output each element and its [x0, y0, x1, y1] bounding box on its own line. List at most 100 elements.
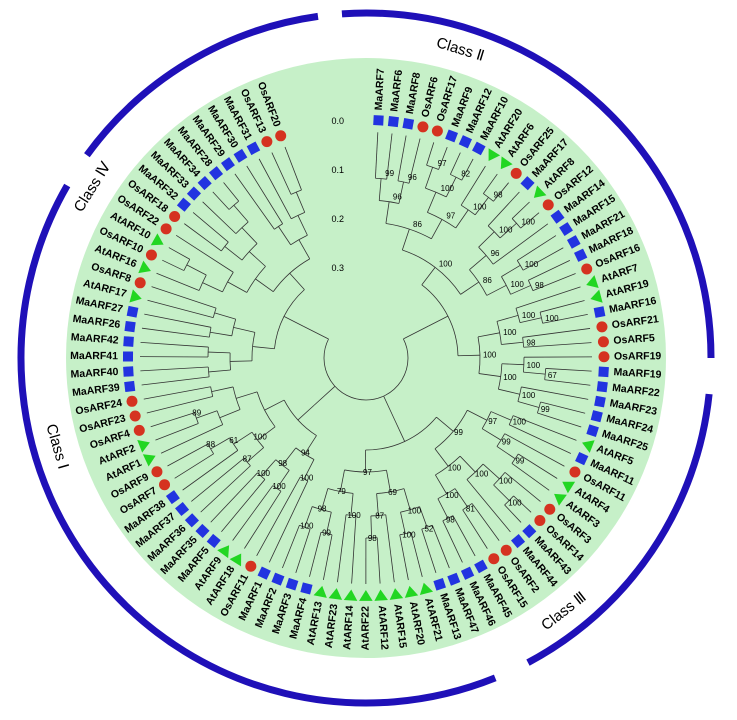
class-arc	[341, 9, 715, 359]
bootstrap-value: 100	[408, 506, 422, 515]
bootstrap-value: 99	[502, 438, 511, 447]
marker-square	[574, 248, 588, 262]
taxon-label: MaARF42	[70, 331, 119, 346]
marker-circle	[134, 277, 146, 289]
class-label: Class Ⅱ	[434, 34, 486, 65]
class-label: Class Ⅰ	[42, 422, 71, 471]
marker-circle	[245, 560, 257, 572]
bootstrap-value: 100	[499, 225, 513, 234]
bootstrap-value: 100	[253, 433, 267, 442]
marker-circle	[169, 210, 181, 222]
bootstrap-value: 97	[488, 417, 497, 426]
marker-square	[474, 559, 488, 574]
marker-square	[124, 320, 136, 333]
marker-square	[472, 141, 486, 156]
marker-circle	[159, 479, 171, 491]
bootstrap-value: 100	[503, 373, 517, 382]
bootstrap-value: 94	[301, 448, 310, 457]
class-arc	[84, 12, 319, 158]
marker-triangle	[150, 233, 164, 246]
marker-circle	[488, 553, 500, 565]
marker-square	[126, 305, 139, 318]
marker-square	[233, 148, 248, 163]
marker-square	[511, 534, 526, 549]
bootstrap-value: 100	[300, 522, 314, 531]
bootstrap-value: 96	[393, 192, 402, 201]
marker-circle	[542, 199, 554, 211]
bootstrap-value: 100	[508, 499, 522, 508]
bootstrap-value: 98	[527, 338, 536, 347]
taxon-label: MaARF41	[70, 350, 118, 362]
marker-triangle	[328, 588, 343, 600]
marker-square	[373, 115, 384, 126]
bootstrap-value: 100	[483, 351, 497, 360]
bootstrap-value: 100	[522, 311, 536, 320]
bootstrap-value: 100	[441, 184, 455, 193]
marker-circle	[534, 515, 546, 527]
marker-square	[271, 572, 285, 586]
bootstrap-value: 98	[494, 191, 503, 200]
bootstrap-value: 100	[402, 530, 416, 539]
bootstrap-value: 97	[363, 468, 372, 477]
marker-square	[593, 306, 606, 318]
marker-triangle	[586, 275, 599, 288]
marker-square	[445, 129, 459, 143]
marker-square	[122, 351, 134, 362]
taxon-label: AtARF12	[376, 605, 391, 650]
marker-square	[208, 166, 224, 181]
marker-square	[285, 577, 299, 591]
bootstrap-value: 98	[278, 459, 287, 468]
bootstrap-value: 100	[499, 477, 513, 486]
marker-square	[590, 410, 603, 423]
bootstrap-value: 100	[473, 203, 487, 212]
marker-square	[206, 533, 221, 548]
bootstrap-value: 79	[337, 487, 346, 496]
marker-triangle	[137, 440, 150, 453]
bootstrap-value: 100	[272, 482, 286, 491]
taxon-label: MaARF40	[70, 366, 119, 381]
marker-square	[184, 513, 200, 528]
marker-square	[447, 572, 461, 586]
marker-triangle	[313, 585, 327, 598]
bootstrap-value: 100	[257, 469, 271, 478]
marker-square	[433, 578, 446, 591]
marker-square	[195, 523, 210, 539]
marker-triangle	[533, 185, 547, 198]
marker-triangle	[142, 454, 156, 467]
marker-square	[175, 501, 190, 517]
marker-square	[176, 197, 191, 212]
marker-triangle	[554, 493, 567, 506]
marker-circle	[569, 466, 581, 478]
marker-circle	[160, 223, 172, 235]
marker-triangle	[389, 588, 404, 600]
taxon-label: MaARF6	[388, 69, 405, 112]
bootstrap-value: 99	[385, 169, 394, 178]
marker-triangle	[129, 289, 142, 303]
bootstrap-value: 69	[388, 488, 397, 497]
marker-triangle	[374, 589, 388, 601]
bootstrap-value: 96	[408, 173, 417, 182]
scale-tick: 0.1	[331, 165, 344, 175]
scale-bar: 0.00.10.20.3	[331, 116, 344, 273]
marker-circle	[133, 424, 145, 436]
marker-square	[596, 381, 608, 393]
taxon-label: AtARF22	[360, 606, 372, 651]
bootstrap-value: 100	[300, 473, 314, 482]
marker-circle	[261, 136, 273, 148]
taxon-label: AtARF15	[391, 603, 408, 649]
marker-circle	[544, 503, 556, 515]
marker-circle	[126, 395, 138, 407]
marker-square	[575, 451, 589, 466]
bootstrap-value: 100	[503, 328, 517, 337]
bootstrap-value: 100	[448, 463, 462, 472]
bootstrap-value: 100	[347, 511, 361, 520]
taxon-label: AtARF23	[323, 603, 341, 649]
bootstrap-value: 100	[545, 314, 559, 323]
bootstrap-value: 100	[513, 417, 527, 426]
marker-triangle	[500, 156, 513, 170]
marker-square	[402, 117, 415, 130]
marker-triangle	[419, 582, 434, 595]
bootstrap-value: 67	[548, 371, 557, 380]
